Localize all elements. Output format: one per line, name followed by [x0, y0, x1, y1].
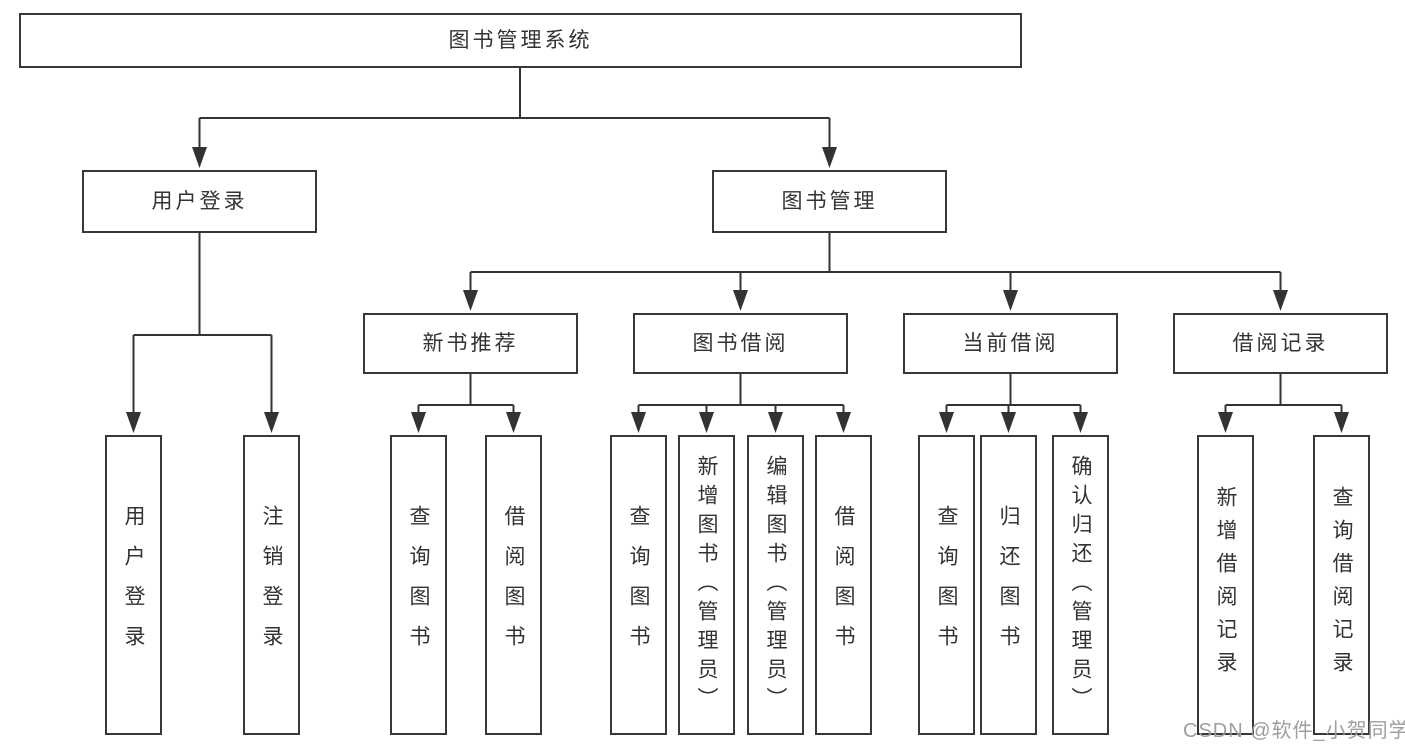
- arrow-down-icon: [264, 412, 279, 433]
- node-root: 图书管理系统: [19, 13, 1022, 68]
- leaf-query-books-current: 查询图书: [918, 435, 975, 735]
- leaf-add-borrow-record-label: 新增借阅记录: [1214, 486, 1237, 684]
- arrow-down-icon: [939, 412, 954, 433]
- node-user-login: 用户登录: [82, 170, 317, 233]
- node-new-book-recommend-label: 新书推荐: [422, 332, 519, 355]
- node-current-borrow: 当前借阅: [903, 313, 1118, 374]
- leaf-query-books-recommend: 查询图书: [390, 435, 447, 735]
- leaf-query-books-recommend-label: 查询图书: [407, 505, 430, 665]
- arrow-down-icon: [192, 147, 207, 168]
- node-new-book-recommend: 新书推荐: [363, 313, 578, 374]
- leaf-add-book-admin: 新增图书（管理员）: [678, 435, 735, 735]
- watermark: CSDN @软件_小贺同学: [1183, 720, 1405, 742]
- leaf-user-login: 用户登录: [105, 435, 162, 735]
- arrow-down-icon: [126, 412, 141, 433]
- arrow-down-icon: [506, 412, 521, 433]
- arrow-down-icon: [1003, 290, 1018, 311]
- leaf-add-borrow-record: 新增借阅记录: [1197, 435, 1254, 735]
- arrow-down-icon: [1073, 412, 1088, 433]
- arrow-down-icon: [1334, 412, 1349, 433]
- leaf-return-book-label: 归还图书: [997, 505, 1020, 665]
- arrow-down-icon: [822, 147, 837, 168]
- leaf-query-books-borrow: 查询图书: [610, 435, 667, 735]
- node-root-label: 图书管理系统: [448, 29, 593, 52]
- node-user-login-label: 用户登录: [151, 190, 248, 213]
- node-borrow-records: 借阅记录: [1173, 313, 1388, 374]
- node-current-borrow-label: 当前借阅: [962, 332, 1059, 355]
- leaf-query-borrow-record-label: 查询借阅记录: [1330, 486, 1353, 684]
- arrow-down-icon: [1218, 412, 1233, 433]
- leaf-return-book: 归还图书: [980, 435, 1037, 735]
- arrow-down-icon: [463, 290, 478, 311]
- arrowhead-icons: [126, 147, 1349, 433]
- node-book-management-label: 图书管理: [781, 190, 878, 213]
- arrow-down-icon: [836, 412, 851, 433]
- leaf-edit-book-admin: 编辑图书（管理员）: [747, 435, 804, 735]
- leaf-add-book-admin-label: 新增图书（管理员）: [695, 454, 718, 716]
- leaf-borrow-books-recommend: 借阅图书: [485, 435, 542, 735]
- arrow-down-icon: [1273, 290, 1288, 311]
- arrow-down-icon: [411, 412, 426, 433]
- node-book-borrow: 图书借阅: [633, 313, 848, 374]
- node-book-management: 图书管理: [712, 170, 947, 233]
- node-borrow-records-label: 借阅记录: [1232, 332, 1329, 355]
- leaf-query-books-borrow-label: 查询图书: [627, 505, 650, 665]
- leaf-logout: 注销登录: [243, 435, 300, 735]
- leaf-edit-book-admin-label: 编辑图书（管理员）: [764, 454, 787, 716]
- node-book-borrow-label: 图书借阅: [692, 332, 789, 355]
- arrow-down-icon: [1001, 412, 1016, 433]
- leaf-query-borrow-record: 查询借阅记录: [1313, 435, 1370, 735]
- leaf-logout-label: 注销登录: [260, 505, 283, 665]
- leaf-user-login-label: 用户登录: [122, 505, 145, 665]
- arrow-down-icon: [699, 412, 714, 433]
- arrow-down-icon: [733, 290, 748, 311]
- leaf-borrow-books-borrow: 借阅图书: [815, 435, 872, 735]
- leaf-confirm-return-admin: 确认归还（管理员）: [1052, 435, 1109, 735]
- leaf-borrow-books-borrow-label: 借阅图书: [832, 505, 855, 665]
- arrow-down-icon: [631, 412, 646, 433]
- arrow-down-icon: [768, 412, 783, 433]
- leaf-query-books-current-label: 查询图书: [935, 505, 958, 665]
- leaf-confirm-return-admin-label: 确认归还（管理员）: [1069, 454, 1092, 716]
- leaf-borrow-books-recommend-label: 借阅图书: [502, 505, 525, 665]
